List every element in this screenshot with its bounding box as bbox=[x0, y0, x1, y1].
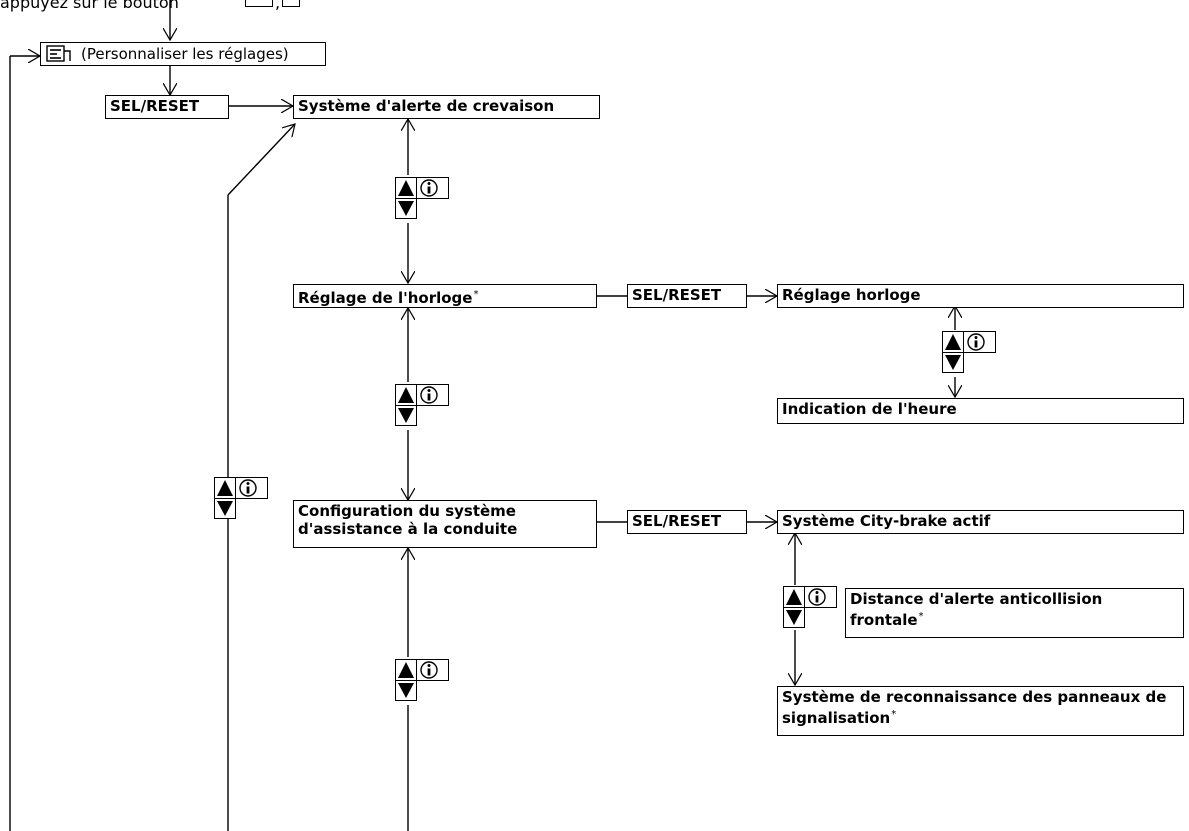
scroll-buttons bbox=[395, 659, 449, 703]
traffic-sign-label-line1: Système de reconnaissance des panneaux d… bbox=[782, 688, 1167, 706]
info-icon bbox=[416, 177, 449, 199]
scroll-buttons bbox=[395, 177, 449, 221]
up-arrow-icon bbox=[395, 659, 417, 681]
down-arrow-icon bbox=[214, 498, 236, 519]
info-button-icon bbox=[282, 0, 300, 7]
footnote-asterisk: * bbox=[918, 611, 924, 622]
info-icon bbox=[963, 331, 996, 353]
clock-adjust-box: Réglage horloge bbox=[777, 284, 1184, 308]
up-arrow-icon bbox=[395, 384, 417, 406]
menu-button-icon bbox=[245, 0, 273, 7]
down-arrow-icon bbox=[395, 680, 417, 701]
collision-warning-label-line2: frontale bbox=[850, 611, 918, 629]
time-display-box: Indication de l'heure bbox=[777, 398, 1184, 424]
traffic-sign-recognition-box: Système de reconnaissance des panneaux d… bbox=[777, 686, 1184, 736]
down-arrow-icon bbox=[395, 405, 417, 426]
info-icon bbox=[235, 477, 268, 499]
up-arrow-icon bbox=[942, 331, 964, 353]
up-arrow-icon bbox=[214, 477, 236, 499]
city-brake-box: Système City-brake actif bbox=[777, 510, 1184, 534]
scroll-buttons bbox=[395, 384, 449, 428]
collision-warning-distance-box: Distance d'alerte anticollision frontale… bbox=[845, 588, 1184, 638]
city-brake-label: Système City-brake actif bbox=[782, 512, 991, 530]
traffic-sign-label-line2: signalisation bbox=[782, 709, 891, 727]
collision-warning-label-line1: Distance d'alerte anticollision bbox=[850, 590, 1103, 608]
driver-assist-config-box: Configuration du système d'assistance à … bbox=[293, 500, 597, 548]
customize-settings-box: (Personnaliser les réglages) bbox=[40, 42, 326, 66]
driver-assist-label-line1: Configuration du système bbox=[298, 502, 516, 520]
menu-icon bbox=[46, 45, 76, 67]
instruction-label: appuyez sur le bouton bbox=[0, 0, 179, 12]
info-icon bbox=[416, 384, 449, 406]
info-icon bbox=[804, 586, 837, 608]
down-arrow-icon bbox=[395, 198, 417, 219]
scroll-buttons bbox=[783, 586, 837, 630]
sel-reset-button: SEL/RESET bbox=[105, 95, 229, 119]
flat-tire-alert-label: Système d'alerte de crevaison bbox=[298, 97, 555, 115]
clock-setting-label: Réglage de l'horloge bbox=[298, 289, 473, 307]
sel-reset-label: SEL/RESET bbox=[110, 97, 200, 115]
footnote-asterisk: * bbox=[891, 709, 897, 720]
footnote-asterisk: * bbox=[473, 289, 479, 300]
sel-reset-label: SEL/RESET bbox=[632, 286, 722, 304]
clock-setting-box: Réglage de l'horloge* bbox=[293, 284, 597, 308]
clock-adjust-label: Réglage horloge bbox=[782, 286, 921, 304]
customize-settings-label: (Personnaliser les réglages) bbox=[81, 45, 289, 63]
down-arrow-icon bbox=[783, 607, 805, 628]
up-arrow-icon bbox=[395, 177, 417, 199]
scroll-buttons bbox=[214, 477, 268, 521]
sel-reset-label: SEL/RESET bbox=[632, 512, 722, 530]
sel-reset-button: SEL/RESET bbox=[627, 284, 747, 308]
time-display-label: Indication de l'heure bbox=[782, 400, 957, 418]
sel-reset-button: SEL/RESET bbox=[627, 510, 747, 534]
up-arrow-icon bbox=[783, 586, 805, 608]
driver-assist-label-line2: d'assistance à la conduite bbox=[298, 520, 518, 538]
info-icon bbox=[416, 659, 449, 681]
down-arrow-icon bbox=[942, 352, 964, 373]
instruction-text: appuyez sur le bouton , bbox=[0, 0, 300, 12]
instruction-comma: , bbox=[275, 0, 281, 12]
scroll-buttons bbox=[942, 331, 996, 375]
flat-tire-alert-box: Système d'alerte de crevaison bbox=[293, 95, 600, 119]
